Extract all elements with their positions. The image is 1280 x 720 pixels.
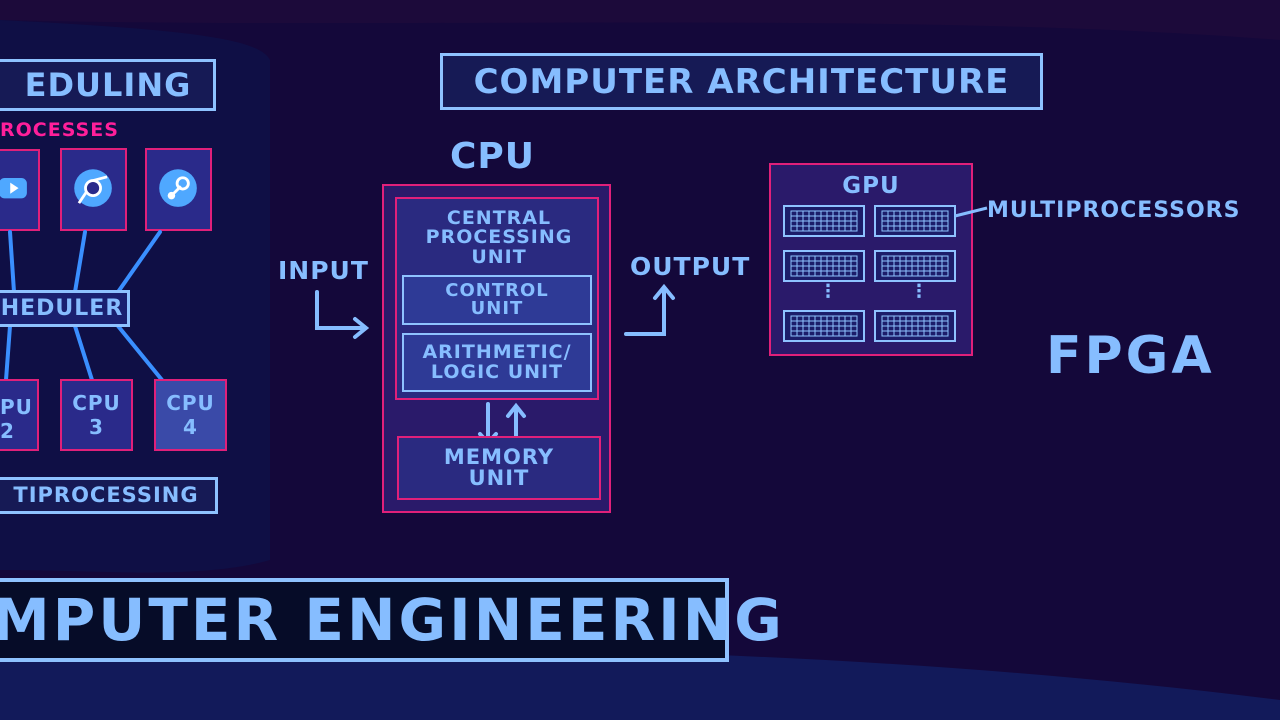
input-label: INPUT — [278, 256, 369, 285]
alu-box: ARITHMETIC/ LOGIC UNIT — [402, 333, 592, 392]
gpu-ellipsis-left: ⋮ — [819, 281, 838, 302]
scheduler-connection-lines — [4, 230, 164, 382]
cpu-2-box: PU 2 — [0, 379, 39, 451]
scheduling-title-box: EDULING — [0, 59, 216, 111]
gpu-ellipsis-right: ⋮ — [910, 281, 929, 302]
multiprocessor-tile — [874, 310, 956, 342]
scheduling-title: EDULING — [24, 66, 192, 104]
steam-process-box — [145, 148, 212, 231]
cpu-block: CENTRAL PROCESSING UNIT CONTROL UNIT ARI… — [382, 184, 611, 513]
cpu-4-label-top: CPU — [166, 391, 215, 415]
architecture-title: COMPUTER ARCHITECTURE — [473, 61, 1010, 102]
output-arrow-icon — [624, 283, 675, 336]
multiprocessor-tile — [874, 205, 956, 237]
chrome-process-box — [60, 148, 127, 231]
memory-unit-label: MEMORY UNIT — [443, 444, 555, 490]
youtube-process-box — [0, 149, 40, 231]
scheduler-box: HEDULER — [0, 290, 130, 327]
computer-engineering-title: MPUTER ENGINEERING — [0, 586, 785, 654]
cpu-4-box: CPU 4 — [154, 379, 227, 451]
processes-label: ROCESSES — [0, 119, 119, 141]
central-processing-unit-label: CENTRAL PROCESSING UNIT — [425, 206, 573, 268]
steam-icon — [159, 169, 197, 207]
central-processing-unit-box: CENTRAL PROCESSING UNIT CONTROL UNIT ARI… — [395, 197, 599, 400]
multiprocessor-tile — [783, 250, 865, 282]
multiprocessing-label: TIPROCESSING — [13, 483, 199, 507]
output-label: OUTPUT — [630, 252, 751, 281]
multiprocessors-pointer-line — [954, 206, 988, 218]
cpu-4-label-bottom: 4 — [183, 415, 198, 439]
fpga-label: FPGA — [1046, 326, 1215, 386]
control-unit-label: CONTROL UNIT — [445, 279, 549, 319]
scheduler-label: HEDULER — [0, 295, 124, 321]
cpu-2-label-bottom: 2 — [0, 419, 15, 443]
multiprocessors-label: MULTIPROCESSORS — [987, 198, 1241, 223]
gpu-block: GPU ⋮ ⋮ — [769, 163, 973, 356]
architecture-title-box: COMPUTER ARCHITECTURE — [440, 53, 1043, 110]
youtube-icon — [0, 177, 27, 199]
cpu-3-label-top: CPU — [72, 391, 121, 415]
cpu-3-label-bottom: 3 — [89, 415, 104, 439]
input-arrow-icon — [315, 290, 370, 339]
alu-label: ARITHMETIC/ LOGIC UNIT — [422, 341, 572, 383]
control-unit-box: CONTROL UNIT — [402, 275, 592, 325]
computer-engineering-banner: MPUTER ENGINEERING — [0, 578, 782, 662]
multiprocessor-tile — [783, 205, 865, 237]
multiprocessor-tile — [874, 250, 956, 282]
chrome-icon — [74, 169, 112, 207]
cpu-3-box: CPU 3 — [60, 379, 133, 451]
multiprocessor-tile — [783, 310, 865, 342]
multiprocessing-box: TIPROCESSING — [0, 477, 218, 514]
gpu-label: GPU — [842, 173, 900, 199]
cpu-heading: CPU — [450, 136, 536, 177]
cpu-2-label-top: PU — [0, 395, 33, 419]
memory-unit-box: MEMORY UNIT — [397, 436, 601, 500]
